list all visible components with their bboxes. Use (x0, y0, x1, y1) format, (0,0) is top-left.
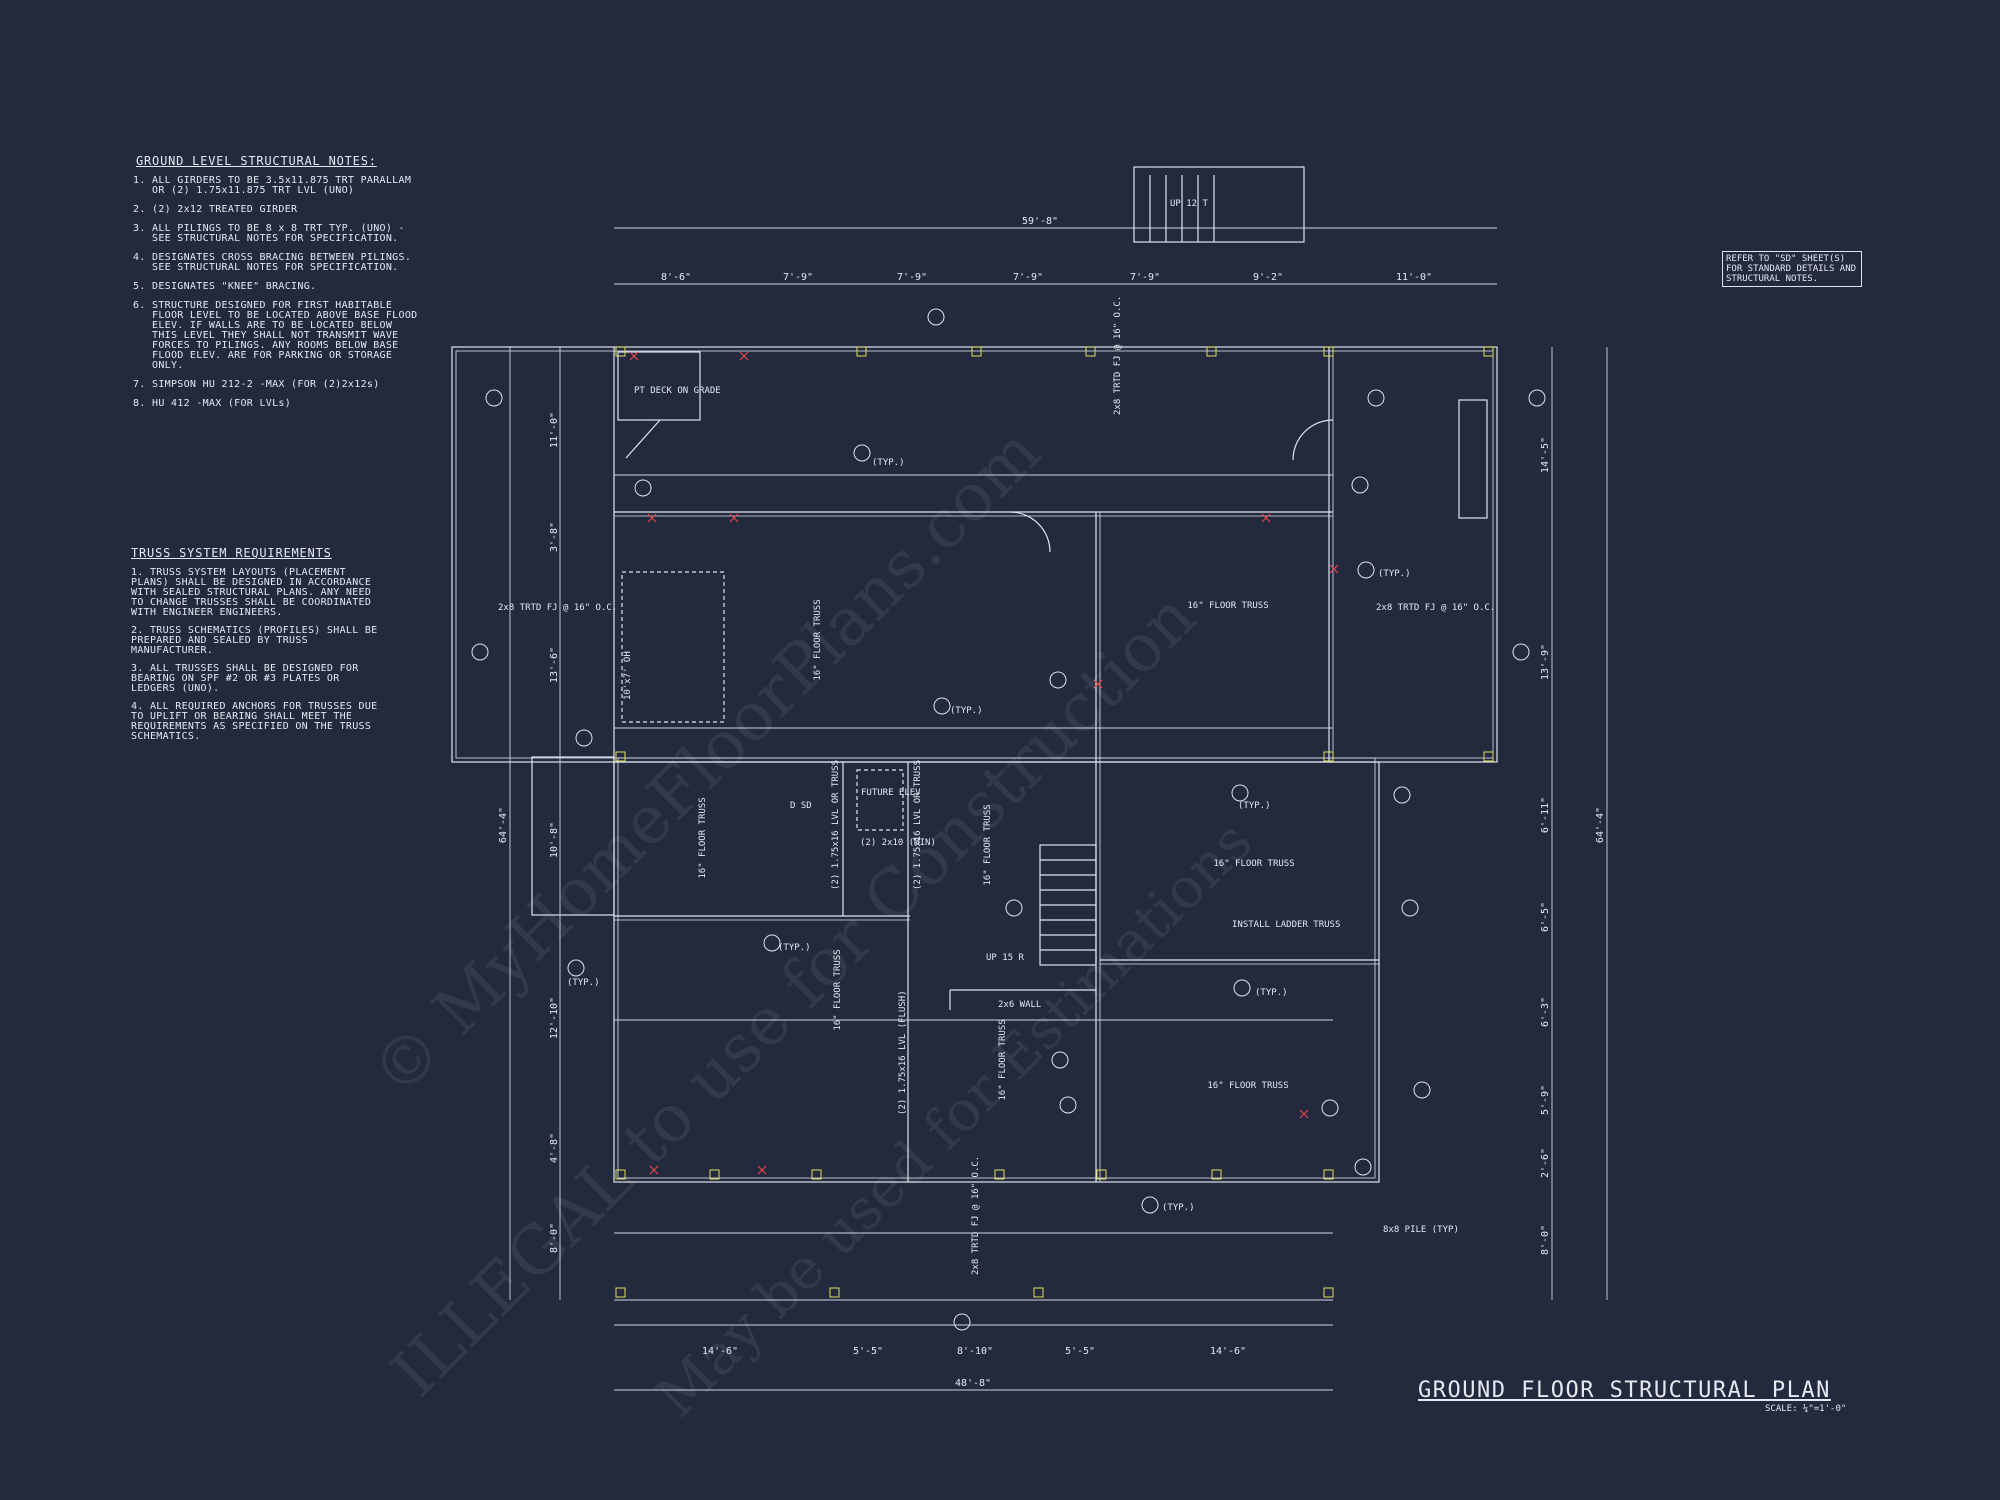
ground-note-item: DESIGNATES "KNEE" BRACING. (152, 282, 421, 292)
dim-left-seg: 10'-8" (549, 822, 560, 858)
dim-left-seg: 11'-0" (549, 412, 560, 448)
overhead-door (621, 571, 725, 723)
dim-top-seg: 11'-0" (1396, 272, 1432, 283)
dim-bottom-overall: 48'-8" (955, 1378, 991, 1389)
deck-outline (617, 351, 701, 421)
dim-left-seg: 3'-8" (549, 522, 560, 552)
typ-label: (TYP.) (778, 943, 811, 953)
dim-top-seg: 8'-6" (661, 272, 691, 283)
dim-bottom-seg: 5'-5" (853, 1346, 883, 1357)
dim-right-seg: 6'-11" (1540, 797, 1551, 833)
future-elevator (856, 769, 904, 831)
truss-system-notes: TRUSS SYSTEM REQUIREMENTS 1. TRUSS SYSTE… (131, 546, 381, 742)
upper-exterior-wall (451, 346, 1498, 763)
side-enclosure (531, 756, 615, 916)
lower-exterior-wall (613, 761, 1380, 1183)
watermark-line: May be used for Estimations (644, 809, 1265, 1430)
pile-markers (615, 346, 1494, 1298)
dim-left-seg: 8'-0" (549, 1223, 560, 1253)
dim-top-seg: 7'-9" (897, 272, 927, 283)
joist-label: 2x8 TRTD FJ @ 16" O.C. (498, 603, 617, 613)
deck-label: PT DECK ON GRADE (634, 386, 721, 396)
callout-tags (471, 308, 1546, 1331)
truss-label: 16" FLOOR TRUSS (833, 949, 843, 1030)
truss-label: 16" FLOOR TRUSS (698, 797, 708, 878)
drawing-title: GROUND FLOOR STRUCTURAL PLAN (1418, 1378, 1831, 1403)
truss-label: 16" FLOOR TRUSS (983, 804, 993, 885)
truss-label: 16" FLOOR TRUSS (1187, 601, 1268, 611)
ground-note-item: ALL PILINGS TO BE 8 x 8 TRT TYP. (UNO) -… (152, 224, 421, 244)
beam-label: (2) 2x10 (MIN) (860, 838, 936, 848)
beam-label: (2) 1.75x16 LVL OR TRUSS (831, 760, 841, 890)
ground-note-item: (2) 2x12 TREATED GIRDER (152, 205, 421, 215)
truss-label: 16" FLOOR TRUSS (1207, 1081, 1288, 1091)
truss-note-item: 4. ALL REQUIRED ANCHORS FOR TRUSSES DUE … (131, 701, 378, 742)
dim-right-seg: 8'-0" (1540, 1225, 1551, 1255)
dim-right-seg: 6'-3" (1540, 997, 1551, 1027)
dim-right-seg: 5'-9" (1540, 1085, 1551, 1115)
ground-note-item: ALL GIRDERS TO BE 3.5x11.875 TRT PARALLA… (152, 176, 421, 196)
ground-note-item: DESIGNATES CROSS BRACING BETWEEN PILINGS… (152, 253, 421, 273)
wall-label: 2x6 WALL (998, 1000, 1041, 1010)
dim-right-seg: 2'-6" (1540, 1148, 1551, 1178)
dim-top-seg: 7'-9" (1130, 272, 1160, 283)
ground-notes-title: GROUND LEVEL STRUCTURAL NOTES: (136, 154, 377, 168)
dim-top-overall: 59'-8" (1022, 216, 1058, 227)
ground-note-item: HU 412 -MAX (FOR LVLs) (152, 399, 421, 409)
dim-left-seg: 4'-8" (549, 1133, 560, 1163)
ground-level-notes: GROUND LEVEL STRUCTURAL NOTES: ALL GIRDE… (136, 154, 421, 418)
drawing-scale: SCALE: ¼"=1'-0" (1765, 1404, 1847, 1414)
ground-note-item: STRUCTURE DESIGNED FOR FIRST HABITABLE F… (152, 301, 421, 371)
joist-label: 2x8 TRTD FJ @ 16" O.C. (1376, 603, 1495, 613)
ground-note-item: SIMPSON HU 212-2 -MAX (FOR (2)2x12s) (152, 380, 421, 390)
dim-left-seg: 13'-6" (549, 647, 560, 683)
dim-left-seg: 12'-10" (549, 997, 560, 1039)
dim-top-seg: 7'-9" (783, 272, 813, 283)
future-elev-label: FUTURE ELEV (861, 788, 921, 798)
dim-right-seg: 14'-5" (1540, 437, 1551, 473)
joist-label: 2x8 TRTD FJ @ 16" O.C. (971, 1156, 981, 1275)
truss-notes-title: TRUSS SYSTEM REQUIREMENTS (131, 546, 332, 560)
truss-label: 16" FLOOR TRUSS (813, 599, 823, 680)
bracing-markers (629, 351, 1339, 1175)
exterior-stair (1133, 166, 1305, 243)
dim-top-seg: 9'-2" (1253, 272, 1283, 283)
ladder-truss-label: INSTALL LADDER TRUSS (1232, 920, 1340, 930)
detail-tag: D SD (790, 801, 812, 811)
dim-left-overall: 64'-4" (498, 807, 509, 843)
stair-label: UP 15 R (986, 953, 1025, 963)
truss-note-item: 2. TRUSS SCHEMATICS (PROFILES) SHALL BE … (131, 625, 378, 656)
dim-bottom-seg: 14'-6" (702, 1346, 738, 1357)
watermark: © MyHomeFloorPlans.com ILLEGAL to use fo… (357, 413, 1265, 1430)
typ-label: (TYP.) (872, 458, 905, 468)
truss-note-item: 3. ALL TRUSSES SHALL BE DESIGNED FOR BEA… (131, 663, 359, 694)
truss-note-item: 1. TRUSS SYSTEM LAYOUTS (PLACEMENT PLANS… (131, 567, 372, 618)
joist-label: 2x8 TRTD FJ @ 16" O.C. (1113, 296, 1123, 415)
dim-bottom-seg: 5'-5" (1065, 1346, 1095, 1357)
typ-label: (TYP.) (1378, 569, 1411, 579)
pile-label: 8x8 PILE (TYP) (1383, 1225, 1459, 1235)
typ-label: (TYP.) (950, 706, 983, 716)
stair-label: UP 12 T (1170, 199, 1209, 209)
beam-label: (2) 1.75x16 LVL OR TRUSS (913, 760, 923, 890)
dim-bottom-seg: 14'-6" (1210, 1346, 1246, 1357)
dim-right-seg: 6'-5" (1540, 902, 1551, 932)
dim-top-seg: 7'-9" (1013, 272, 1043, 283)
dimension-lines (509, 227, 1608, 1391)
beam-label: (2) 1.75x16 LVL (FLUSH) (898, 990, 908, 1115)
dim-right-seg: 13'-9" (1540, 644, 1551, 680)
typ-label: (TYP.) (1238, 801, 1271, 811)
typ-label: (TYP.) (1162, 1203, 1195, 1213)
reference-note: REFER TO "SD" SHEET(S) FOR STANDARD DETA… (1722, 251, 1862, 287)
dim-right-overall: 64'-4" (1595, 807, 1606, 843)
truss-label: 16" FLOOR TRUSS (998, 1019, 1008, 1100)
typ-label: (TYP.) (1255, 988, 1288, 998)
truss-label: 16" FLOOR TRUSS (1213, 859, 1294, 869)
door-label: 10'x7' OH (623, 651, 633, 700)
typ-label: (TYP.) (567, 978, 600, 988)
dim-bottom-seg: 8'-10" (957, 1346, 993, 1357)
